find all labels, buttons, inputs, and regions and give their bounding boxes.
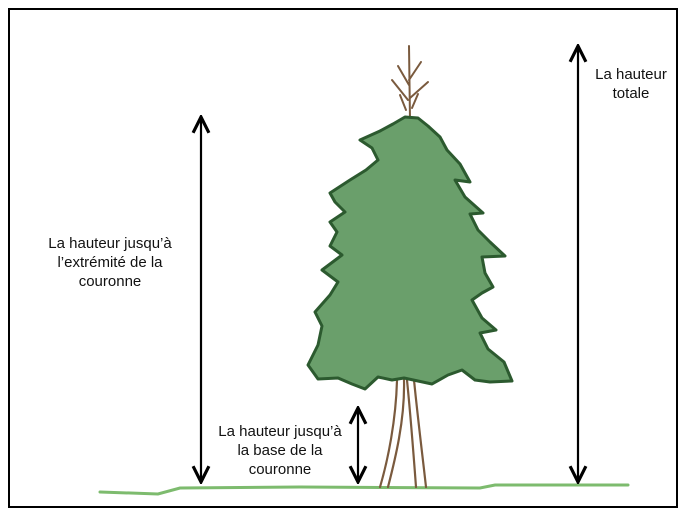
total-height-label: La hauteur totale: [595, 66, 667, 102]
crown-tip-height-label: La hauteur jusqu’à l’extrémité de la cou…: [48, 235, 172, 290]
crown-base-height-label: La hauteur jusqu’à la base de la couronn…: [218, 423, 342, 478]
tree-top-branches: [391, 45, 429, 121]
tree-trunk: [378, 378, 428, 489]
tree-crown: [306, 115, 514, 391]
ground-line: [98, 483, 630, 496]
